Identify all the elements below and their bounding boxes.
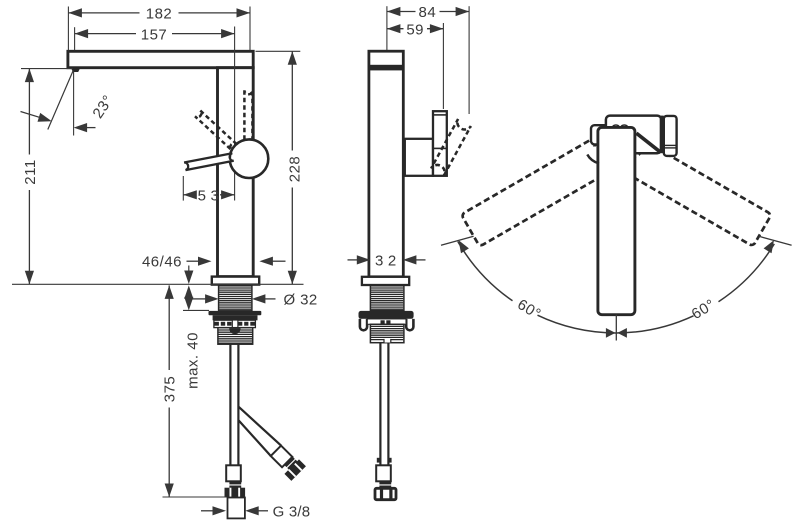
svg-text:211: 211	[22, 159, 39, 184]
svg-text:max. 40: max. 40	[184, 332, 201, 389]
svg-text:375: 375	[162, 376, 179, 403]
svg-text:46/46: 46/46	[142, 254, 182, 271]
svg-text:5 3: 5 3	[198, 188, 219, 205]
svg-text:84: 84	[419, 4, 437, 21]
svg-text:182: 182	[146, 6, 173, 23]
svg-text:G 3/8: G 3/8	[273, 504, 311, 521]
svg-text:157: 157	[141, 26, 168, 43]
svg-text:59: 59	[406, 21, 424, 38]
svg-text:3 2: 3 2	[375, 253, 396, 270]
svg-text:Ø 32: Ø 32	[283, 292, 317, 309]
svg-text:228: 228	[287, 156, 304, 183]
